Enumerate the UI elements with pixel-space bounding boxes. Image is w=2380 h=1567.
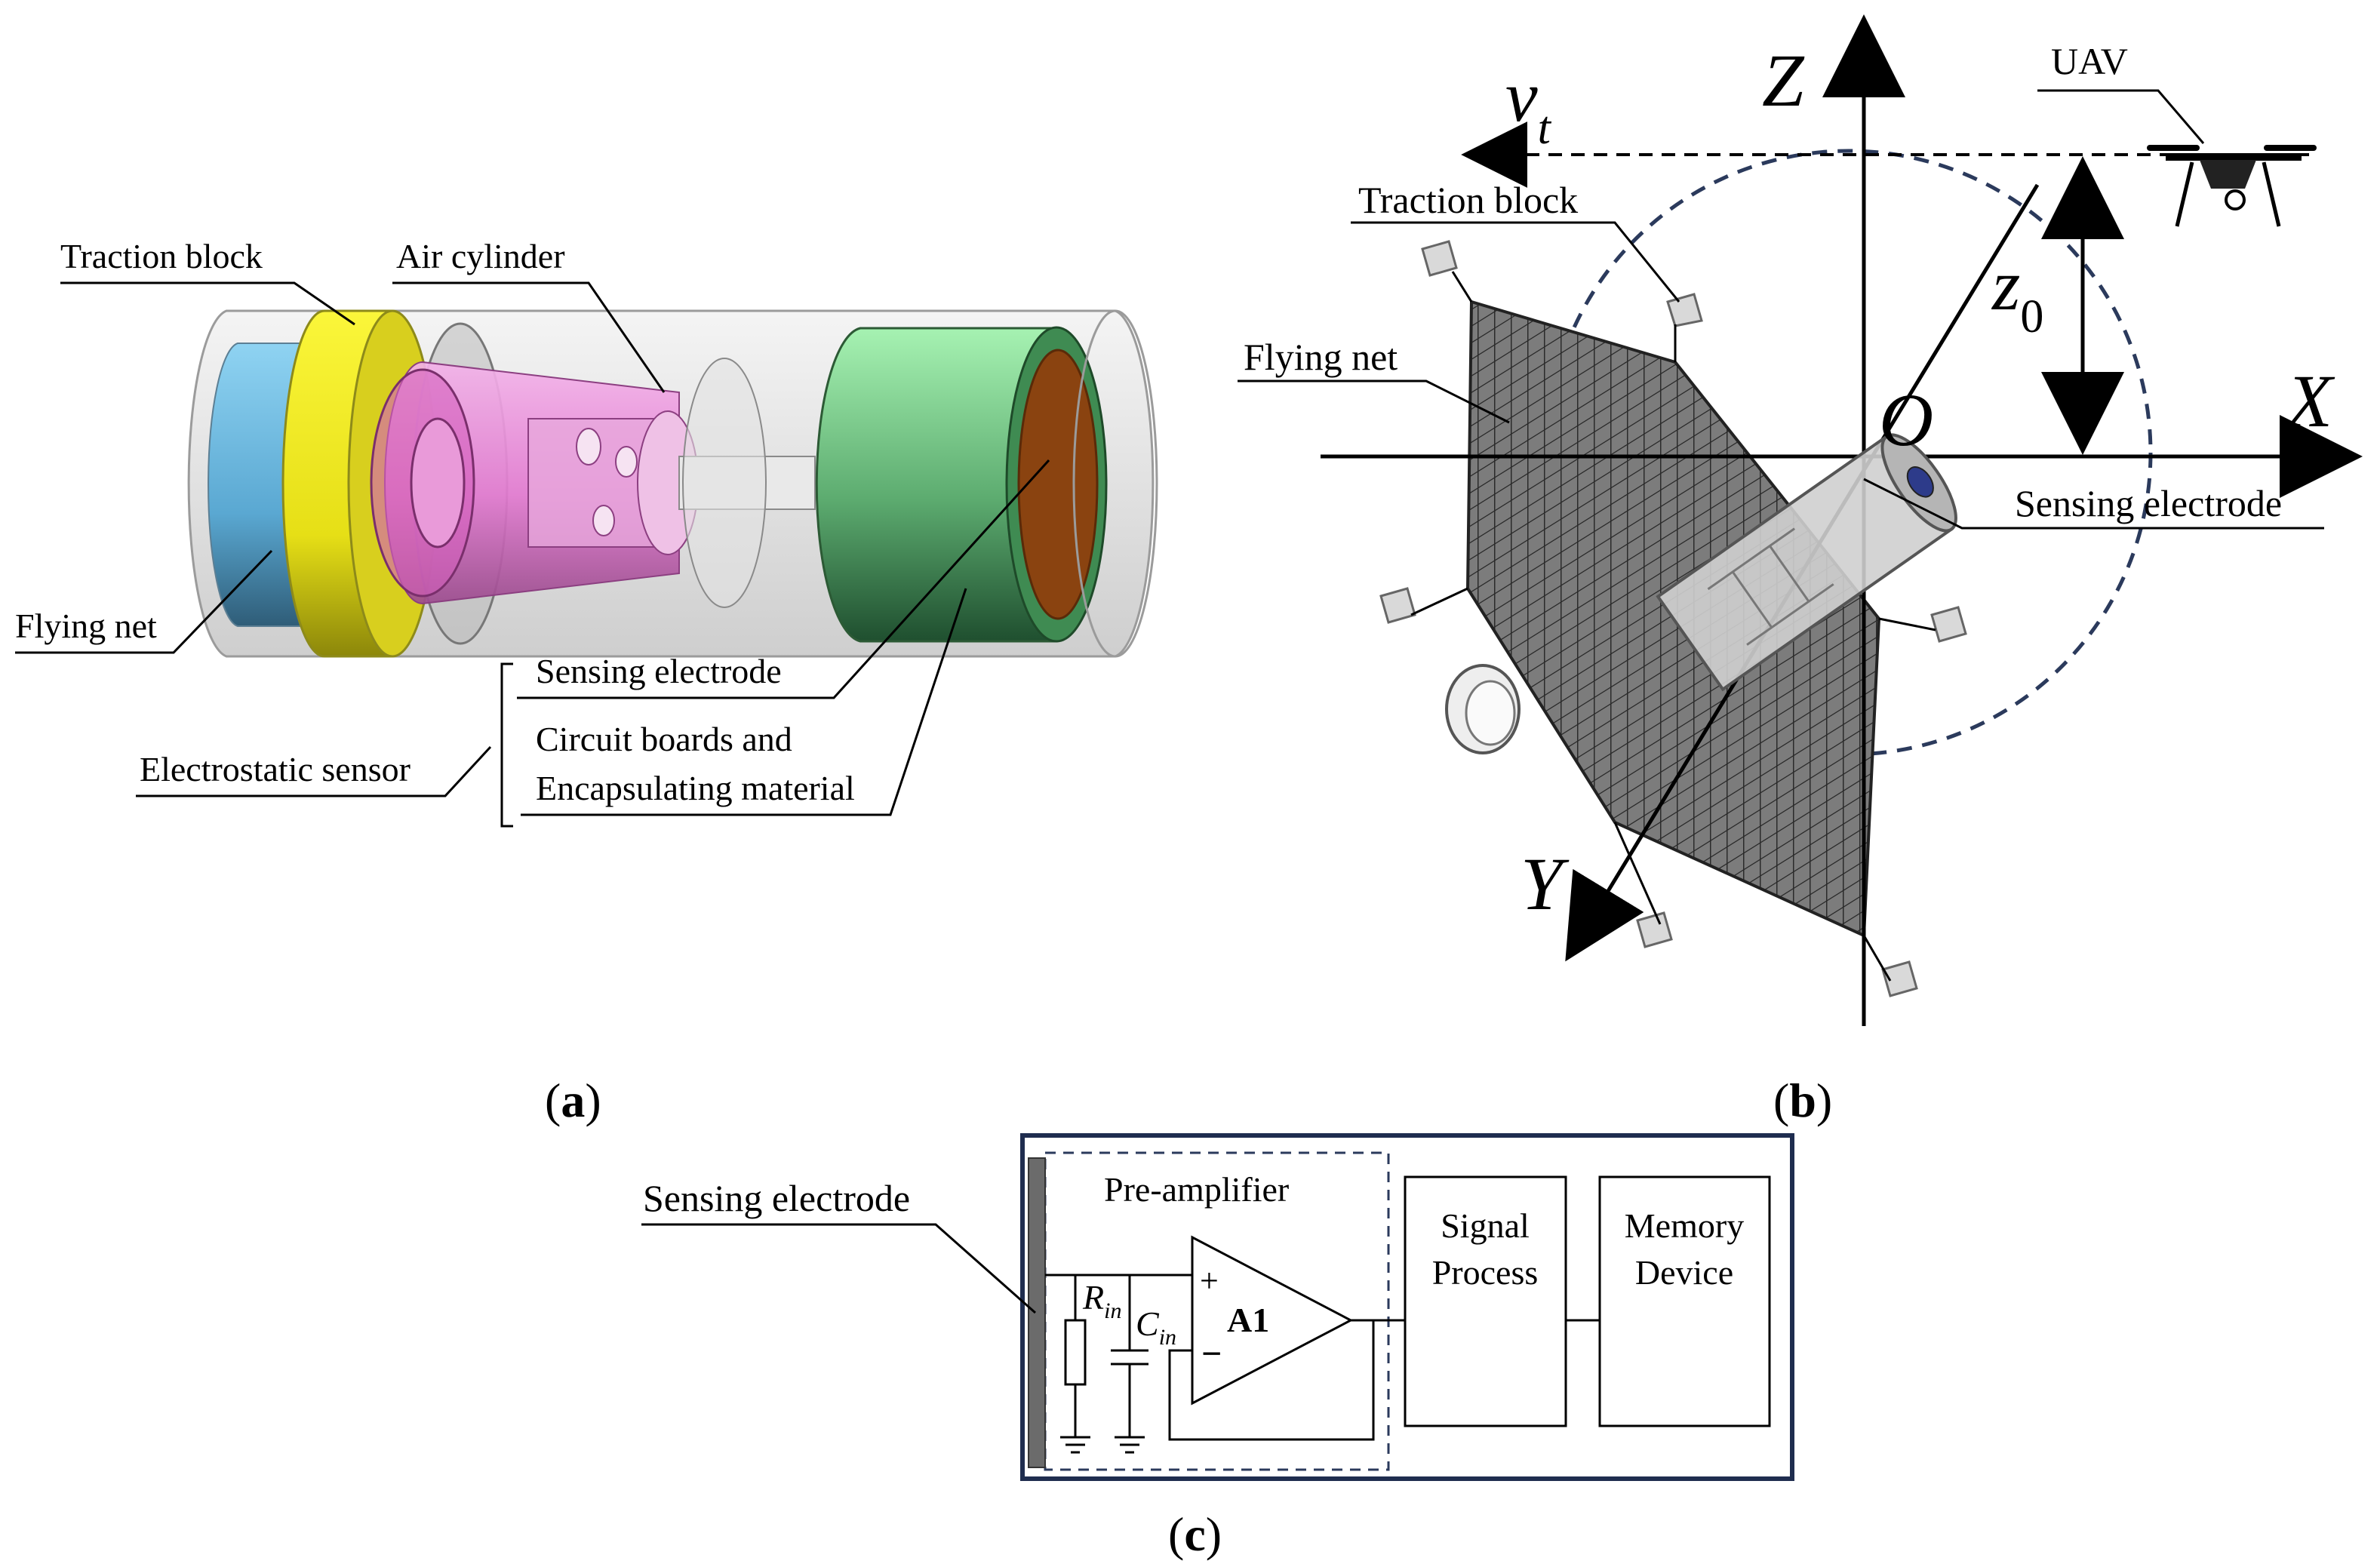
traction-block-cube-6 — [1881, 960, 1918, 997]
label-sensing-electrode-b: Sensing electrode — [2015, 482, 2282, 524]
label-electrostatic-sensor: Electrostatic sensor — [140, 750, 411, 788]
piston-hole-1 — [576, 428, 601, 465]
tether-6 — [1862, 935, 1892, 982]
launcher-electrode — [1906, 466, 1934, 498]
air-cylinder-hub — [410, 417, 466, 548]
axis-label-y: Y — [1521, 842, 1570, 926]
tether-1 — [1451, 271, 1473, 303]
traction-block-cube-2 — [1666, 293, 1703, 327]
uav-rotor-left — [2147, 145, 2200, 151]
velocity-label: vt — [1505, 56, 1552, 154]
label-circuit-boards-line1: Circuit boards and — [536, 720, 792, 758]
sensor-body — [815, 327, 1058, 643]
leader-circuit-boards-a — [521, 588, 967, 816]
resistor — [1064, 1319, 1087, 1386]
panel-b: UAV Traction block Flying net Sensing el… — [1238, 14, 2363, 1127]
panel-label-c: (c) — [1168, 1507, 1222, 1561]
opamp-triangle — [1191, 1235, 1354, 1406]
leader-uav — [2037, 89, 2205, 144]
memory-device-block — [1598, 1175, 1771, 1427]
uav-body — [2200, 160, 2256, 189]
uav-camera — [2225, 189, 2246, 210]
leader-sensing-electrode-c — [641, 1223, 1036, 1314]
traction-block-cube-5 — [1636, 911, 1673, 948]
label-flying-net-a: Flying net — [15, 607, 157, 645]
label-opamp-minus: − — [1201, 1334, 1222, 1374]
label-opamp: A1 — [1227, 1301, 1269, 1339]
net-ring-inner — [1465, 680, 1516, 746]
label-capacitor: Cin — [1136, 1304, 1176, 1350]
label-circuit-boards-line2: Encapsulating material — [536, 769, 855, 807]
label-traction-block-b: Traction block — [1358, 179, 1578, 221]
launcher-detail — [1707, 527, 1834, 646]
label-opamp-plus: + — [1200, 1262, 1219, 1299]
panel-c: Sensing electrode Pre-amplifier Rin Cin … — [641, 1133, 1794, 1561]
label-signal-process-2: Process — [1432, 1253, 1539, 1292]
inner-disc — [682, 358, 767, 608]
leader-flying-net-b — [1238, 379, 1510, 424]
leader-traction-block-b — [1351, 221, 1680, 303]
label-traction-block-a: Traction block — [60, 237, 263, 275]
uav-rotor-right — [2264, 145, 2317, 151]
panel-label-b: (b) — [1773, 1074, 1832, 1127]
leader-sensing-electrode-b — [1863, 478, 2324, 530]
axis-label-origin: O — [1879, 378, 1933, 462]
piston-hole-3 — [592, 505, 615, 536]
label-signal-process-1: Signal — [1441, 1206, 1530, 1245]
tether-4 — [1878, 617, 1936, 631]
signal-process-block — [1404, 1175, 1567, 1427]
leader-flying-net-a — [15, 549, 273, 654]
panel-label-a: (a) — [545, 1074, 601, 1127]
label-pre-amplifier: Pre-amplifier — [1104, 1170, 1289, 1209]
bracket-electrostatic-sensor — [500, 662, 513, 828]
uav-drone — [2147, 145, 2317, 227]
label-uav: UAV — [2051, 40, 2128, 82]
feedback-wire — [1168, 1320, 1375, 1441]
leader-electrostatic-sensor-a — [136, 745, 492, 797]
label-sensing-electrode-a: Sensing electrode — [536, 652, 782, 690]
label-sensing-electrode-c: Sensing electrode — [643, 1177, 910, 1219]
electrode-plate — [1028, 1157, 1046, 1468]
uav-arm — [2166, 153, 2302, 161]
height-label: z0 — [1991, 244, 2043, 343]
shell-front-rim — [1072, 309, 1158, 658]
label-air-cylinder-a: Air cylinder — [396, 237, 565, 275]
piston-hole-2 — [615, 446, 638, 478]
leader-sensing-electrode-a — [517, 459, 1050, 699]
label-flying-net-b: Flying net — [1244, 336, 1398, 378]
leader-traction-block-a — [60, 281, 355, 326]
traction-block-cube-3 — [1379, 587, 1416, 624]
axis-label-x: X — [2283, 359, 2335, 443]
label-resistor: Rin — [1082, 1278, 1121, 1323]
leader-air-cylinder-a — [392, 281, 666, 393]
tether-3 — [1410, 587, 1468, 616]
label-memory-device-1: Memory — [1625, 1206, 1744, 1245]
panel-a: Traction block Air cylinder Flying net S… — [15, 237, 1158, 1127]
traction-block-cube-4 — [1930, 606, 1967, 643]
ground-symbols — [1060, 1436, 1145, 1454]
sensing-electrode-face — [1017, 349, 1099, 620]
launcher-device — [1656, 433, 1957, 692]
axis-label-z: Z — [1762, 38, 1805, 122]
label-memory-device-2: Device — [1635, 1253, 1733, 1292]
traction-block-cube-1 — [1421, 240, 1458, 277]
uav-legs — [2175, 161, 2281, 227]
capacitor-plates — [1111, 1349, 1148, 1366]
